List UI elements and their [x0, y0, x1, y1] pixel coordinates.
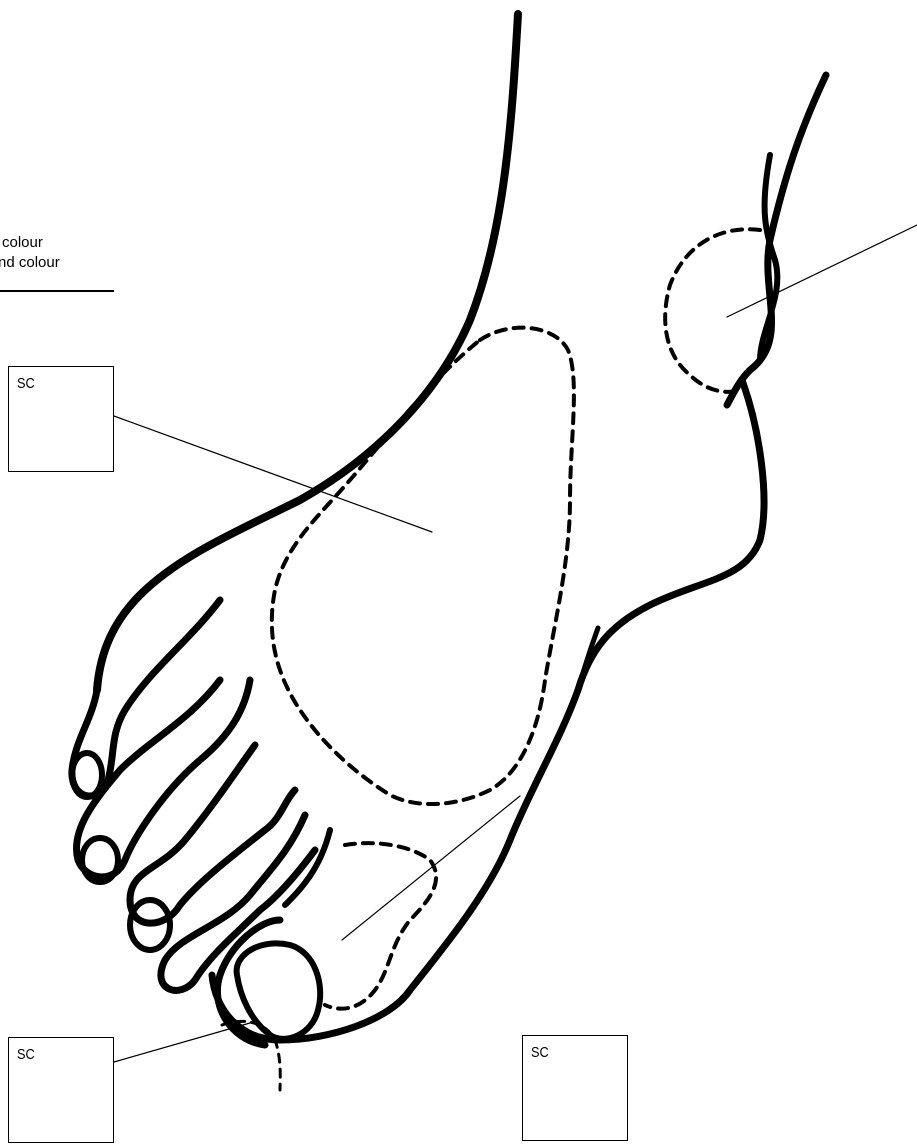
sole-fork-line — [578, 628, 598, 690]
sc-box-dorsum: SC — [8, 366, 114, 472]
legend-line-2: nd colour — [0, 254, 60, 272]
toe-3-outline — [130, 745, 295, 923]
leader-line-toetip — [114, 1023, 250, 1062]
big-toe-nail — [237, 943, 321, 1038]
foot-sole-outline — [212, 380, 764, 1040]
foot-heel-outline — [727, 75, 826, 405]
sc-label: SC — [17, 375, 35, 392]
heel-dashed-region — [665, 229, 760, 392]
sc-label: SC — [17, 1046, 35, 1063]
bigtoe-dashed-region — [325, 843, 436, 1009]
toe-5-tip — [72, 753, 102, 797]
leader-line-heel — [727, 225, 917, 317]
legend-underline — [0, 290, 114, 292]
foot-dorsum-outline — [97, 14, 518, 690]
legend-line-1: colour — [2, 234, 43, 252]
sc-box-toetip: SC — [8, 1037, 114, 1143]
sc-label: SC — [531, 1044, 549, 1061]
sc-box-bigtoe: SC — [522, 1035, 628, 1141]
